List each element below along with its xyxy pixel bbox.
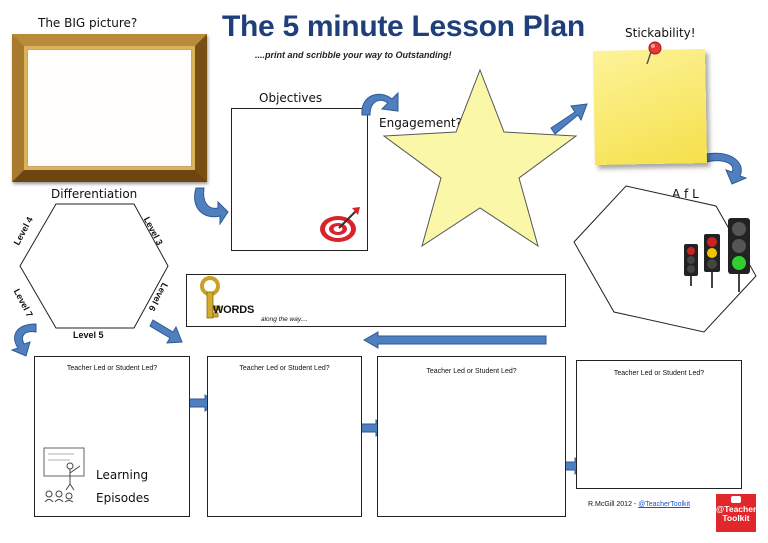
page-title: The 5 minute Lesson Plan — [222, 10, 585, 43]
star-shape[interactable] — [380, 68, 580, 250]
arrow-to-hexagon — [149, 319, 183, 344]
episode-prompt: Teacher Led or Student Led? — [613, 370, 705, 377]
key-words-caption: along the way.... — [261, 316, 308, 323]
differentiation-hexagon[interactable] — [16, 202, 171, 330]
episode-box-4[interactable]: Teacher Led or Student Led? — [576, 360, 742, 489]
teacher-sketch-icon — [43, 447, 85, 503]
curved-arrow-stickability — [705, 152, 748, 185]
episode-prompt: Teacher Led or Student Led? — [426, 368, 517, 375]
stickability-label: Stickability! — [625, 26, 696, 40]
credit-text: R.McGill 2012 - — [588, 501, 637, 508]
level-label: Level 5 — [73, 330, 104, 340]
teachertoolkit-logo[interactable]: @Teacher Toolkit — [716, 494, 756, 532]
afl-hexagon[interactable] — [570, 184, 760, 336]
differentiation-label: Differentiation — [51, 187, 138, 201]
episode-box-2[interactable]: Teacher Led or Student Led? — [207, 356, 362, 517]
episode-prompt: Teacher Led or Student Led? — [239, 365, 330, 372]
curved-arrow-differentiation — [10, 323, 37, 357]
page-subtitle: ....print and scribble your way to Outst… — [255, 50, 452, 60]
curved-arrow-objectives — [361, 91, 399, 116]
curved-arrow-frame — [194, 187, 229, 226]
episode-prompt: Teacher Led or Student Led? — [66, 365, 158, 372]
traffic-light-icon — [684, 218, 750, 292]
logo-line1: @Teacher — [716, 504, 757, 514]
episode-box-3[interactable]: Teacher Led or Student Led? — [377, 356, 566, 517]
arrow-left-long — [362, 331, 547, 349]
engagement-label: Engagement? — [379, 116, 462, 130]
key-words-box[interactable] — [186, 274, 566, 327]
logo-icon — [731, 496, 741, 503]
learning-episodes-line2: Episodes — [96, 491, 150, 505]
sticky-note[interactable] — [593, 49, 707, 165]
big-picture-label: The BIG picture? — [38, 16, 138, 30]
arrow-to-stickability — [550, 103, 588, 135]
pushpin-icon — [646, 41, 662, 65]
picture-frame — [12, 34, 207, 182]
logo-line2: Toolkit — [722, 513, 750, 523]
twitter-handle-link[interactable]: @TeacherToolkit — [638, 501, 691, 508]
learning-episodes-line1: Learning — [96, 468, 149, 482]
episode-box-1[interactable]: Teacher Led or Student Led? — [34, 356, 190, 517]
objectives-label: Objectives — [259, 91, 323, 105]
footer-credit: R.McGill 2012 - @TeacherToolkit — [588, 501, 690, 508]
key-icon — [200, 276, 221, 319]
target-icon — [320, 207, 360, 242]
key-words-logo: WORDS — [213, 304, 255, 316]
